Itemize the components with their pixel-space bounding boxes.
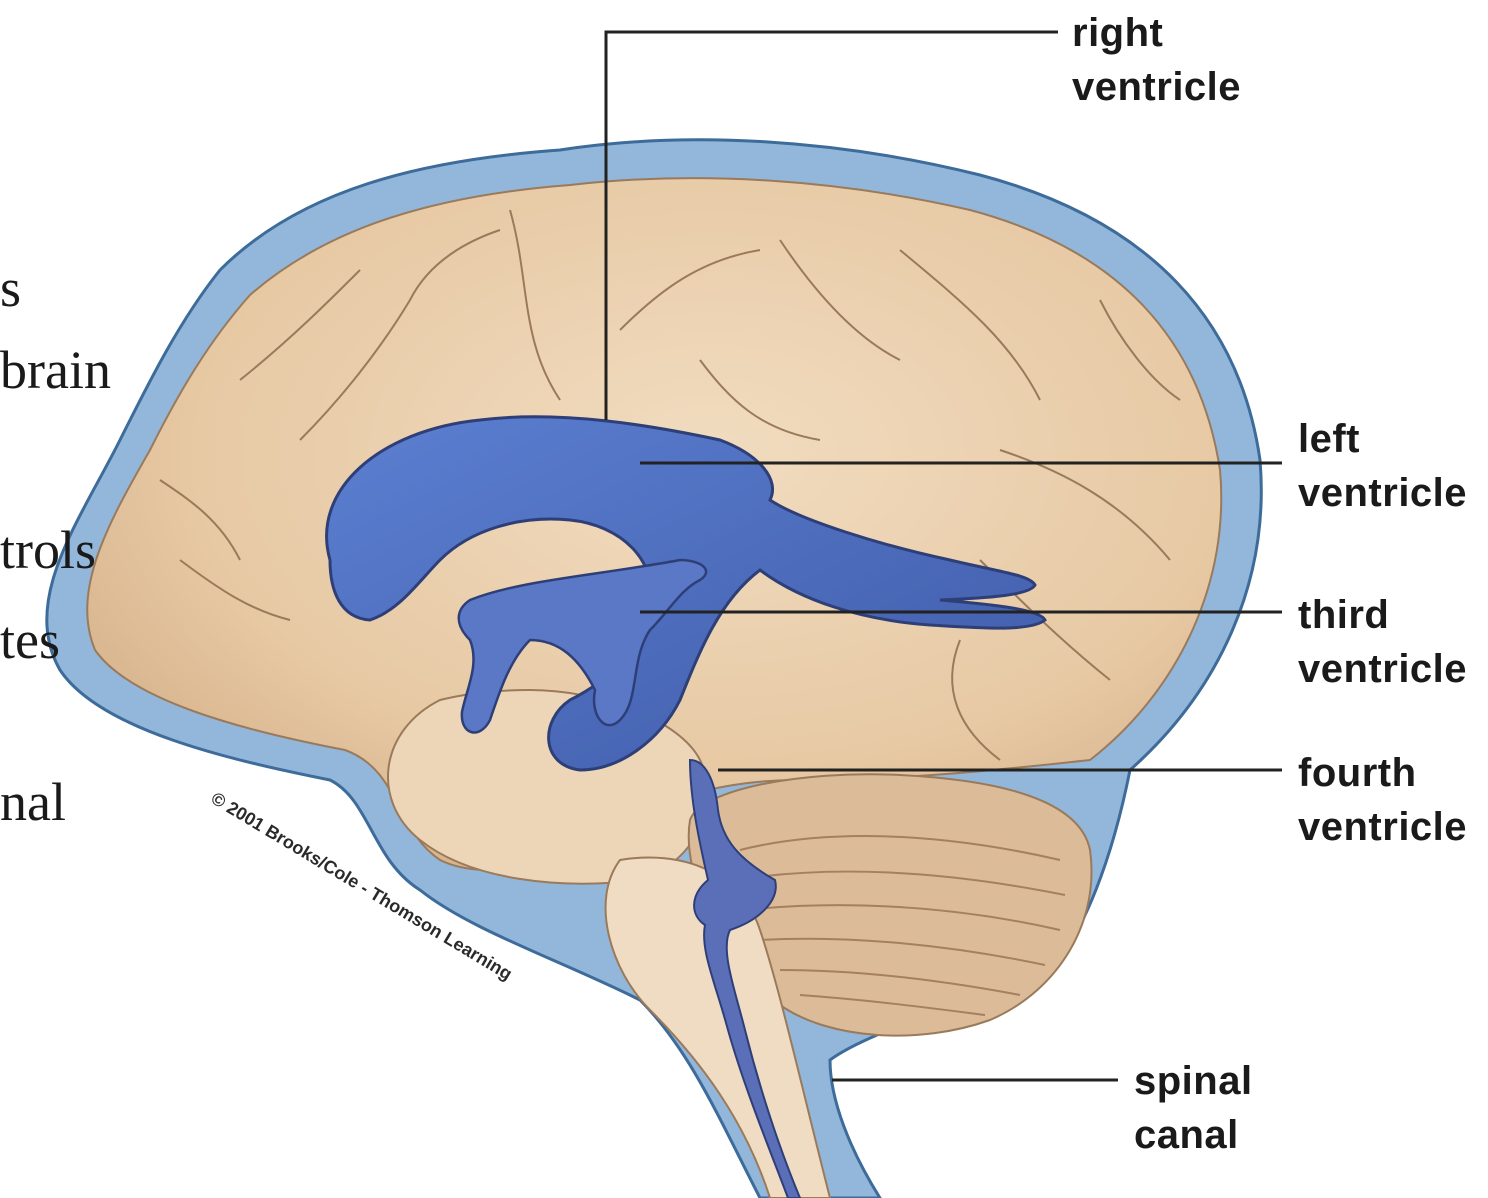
side-text-fragment: s (0, 258, 21, 318)
label-line: third (1298, 588, 1467, 642)
label-line: ventricle (1298, 642, 1467, 696)
label-line: fourth (1298, 746, 1467, 800)
label-line: right (1072, 6, 1241, 60)
label-third-ventricle: third ventricle (1298, 588, 1467, 696)
side-text-fragment: nal (0, 772, 66, 832)
label-line: ventricle (1298, 800, 1467, 854)
label-right-ventricle: right ventricle (1072, 6, 1241, 114)
label-left-ventricle: left ventricle (1298, 412, 1467, 520)
label-spinal-canal: spinal canal (1134, 1054, 1253, 1162)
label-line: ventricle (1072, 60, 1241, 114)
label-line: ventricle (1298, 466, 1467, 520)
label-line: left (1298, 412, 1467, 466)
side-text-fragment: brain (0, 340, 111, 400)
label-line: canal (1134, 1108, 1253, 1162)
label-fourth-ventricle: fourth ventricle (1298, 746, 1467, 854)
side-text-fragment: tes (0, 610, 60, 670)
side-text-fragment: trols (0, 520, 96, 580)
label-line: spinal (1134, 1054, 1253, 1108)
